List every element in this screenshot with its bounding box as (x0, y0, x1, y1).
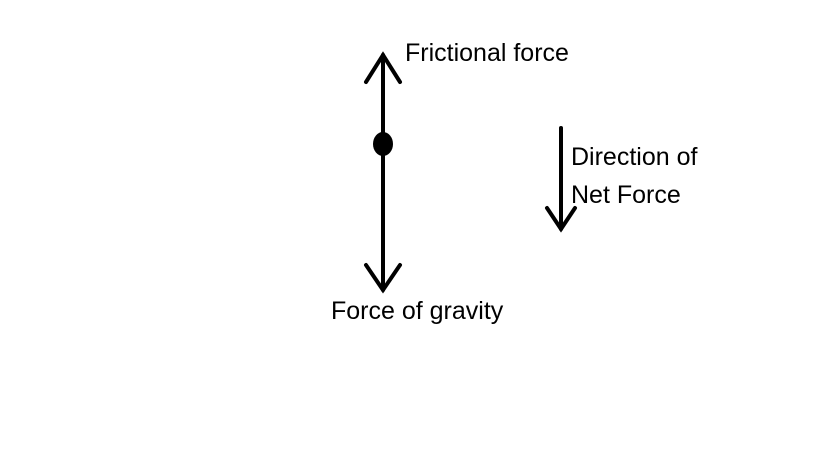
frictional-force-arrowhead (364, 51, 402, 84)
gravity-label: Force of gravity (331, 297, 504, 325)
object-dot (373, 132, 393, 156)
gravity-arrowhead (364, 263, 402, 294)
net-force-label-line2: Net Force (571, 181, 681, 209)
net-force-label-line1: Direction of (571, 143, 698, 171)
net-force-arrowhead (545, 206, 577, 233)
frictional-force-label: Frictional force (405, 39, 569, 67)
